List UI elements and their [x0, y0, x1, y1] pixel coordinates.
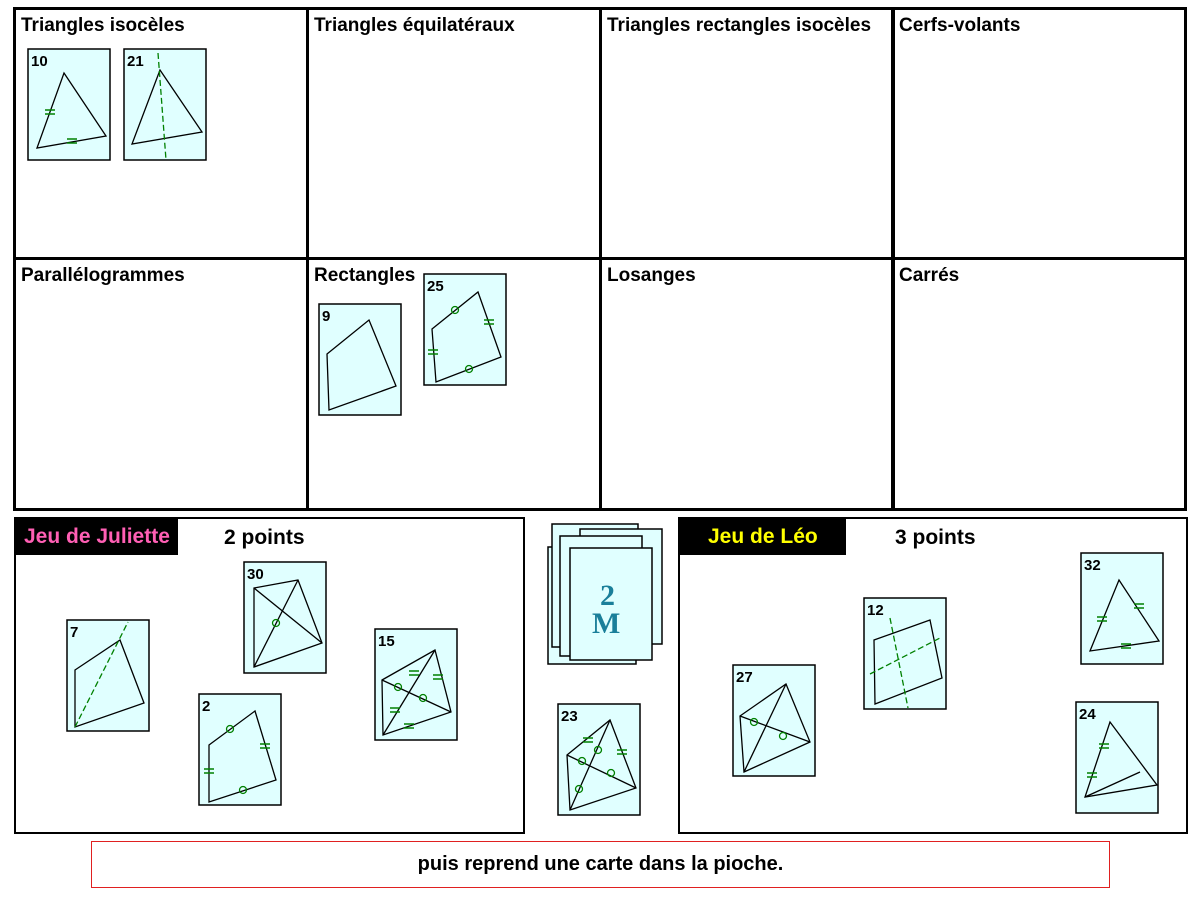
- player-name: Jeu de Juliette: [16, 519, 178, 555]
- category-title: Losanges: [607, 265, 696, 286]
- equal-mark-icon: [225, 724, 235, 734]
- card-number: 7: [70, 624, 78, 641]
- shape-card[interactable]: 10: [27, 48, 111, 161]
- card-shape: [74, 639, 145, 728]
- card-shape: [431, 290, 502, 383]
- svg-text:2: 2: [600, 579, 615, 612]
- player-score: 3 points: [895, 526, 976, 549]
- leo-panel: Jeu de Léo 3 points: [678, 517, 1188, 834]
- category-title: Parallélogrammes: [21, 265, 185, 286]
- card-face: [66, 619, 150, 732]
- symmetry-axis: [74, 621, 129, 728]
- shape-card[interactable]: 15: [374, 628, 458, 741]
- diagonal-line: [1084, 771, 1141, 798]
- shape-card[interactable]: 24: [1075, 701, 1159, 814]
- symmetry-axis: [889, 617, 909, 709]
- equal-mark-icon: [393, 682, 403, 692]
- shape-card[interactable]: 21: [123, 48, 207, 161]
- card-shape: [208, 709, 277, 803]
- card-face: [557, 703, 641, 816]
- shape-card[interactable]: 7: [66, 619, 150, 732]
- card-number: 10: [31, 53, 48, 70]
- symmetry-axis: [869, 637, 941, 675]
- card-shape: [1088, 578, 1161, 652]
- diagonal-line: [381, 679, 452, 713]
- category-title: Cerfs-volants: [899, 15, 1021, 36]
- shape-card[interactable]: 23: [557, 703, 641, 816]
- shape-card[interactable]: 12: [863, 597, 947, 710]
- diagonal-line: [743, 683, 787, 773]
- equal-mark-icon: [577, 756, 587, 766]
- shape-card[interactable]: 25: [423, 273, 507, 386]
- card-face: [863, 597, 947, 710]
- category-title: Triangles équilatéraux: [314, 15, 515, 36]
- card-number: 30: [247, 566, 264, 583]
- category-title: Rectangles: [314, 265, 416, 286]
- card-number: 32: [1084, 557, 1101, 574]
- svg-text:M: M: [592, 607, 620, 640]
- shape-card[interactable]: 32: [1080, 552, 1164, 665]
- card-number: 9: [322, 308, 330, 325]
- player-name: Jeu de Léo: [680, 519, 846, 555]
- equal-mark-icon: [238, 785, 248, 795]
- equal-mark-icon: [271, 618, 281, 628]
- category-title: Triangles isocèles: [21, 15, 185, 36]
- equal-mark-icon: [606, 768, 616, 778]
- diagonal-line: [569, 719, 611, 811]
- diagonal-line: [382, 649, 436, 736]
- logo-icon: 2 M: [592, 579, 620, 640]
- card-number: 2: [202, 698, 210, 715]
- card-shape: [326, 318, 397, 411]
- card-face: [1080, 552, 1164, 665]
- card-number: 21: [127, 53, 144, 70]
- card-number: 23: [561, 708, 578, 725]
- category-title: Carrés: [899, 265, 960, 286]
- card-shape: [130, 68, 204, 145]
- card-number: 12: [867, 602, 884, 619]
- card-number: 15: [378, 633, 395, 650]
- shape-card[interactable]: 30: [243, 561, 327, 674]
- diagonal-line: [253, 587, 323, 644]
- shape-card[interactable]: 9: [318, 303, 402, 416]
- equal-mark-icon: [778, 731, 788, 741]
- equal-mark-icon: [464, 364, 474, 374]
- shape-card[interactable]: 27: [732, 664, 816, 777]
- juliette-panel: Jeu de Juliette 2 points: [14, 517, 525, 834]
- equal-mark-icon: [749, 717, 759, 727]
- card-number: 25: [427, 278, 444, 295]
- shape-card[interactable]: 2: [198, 693, 282, 806]
- diagonal-line: [253, 579, 299, 668]
- card-shape: [873, 619, 943, 705]
- instruction-message: puis reprend une carte dans la pioche.: [91, 841, 1110, 888]
- equal-mark-icon: [574, 784, 584, 794]
- equal-mark-icon: [418, 693, 428, 703]
- category-title: Triangles rectangles isocèles: [607, 15, 872, 36]
- card-number: 24: [1079, 706, 1096, 723]
- card-face: [123, 48, 207, 161]
- equal-mark-icon: [593, 745, 603, 755]
- diagonal-line: [739, 715, 811, 743]
- card-shape: [1084, 720, 1159, 798]
- equal-mark-icon: [450, 305, 460, 315]
- card-face: [423, 273, 507, 386]
- card-face: [318, 303, 402, 416]
- draw-pile[interactable]: 2 M: [547, 523, 663, 665]
- category-squares[interactable]: Carrés: [891, 257, 1187, 511]
- player-score: 2 points: [224, 526, 305, 549]
- card-face: [27, 48, 111, 161]
- card-number: 27: [736, 669, 753, 686]
